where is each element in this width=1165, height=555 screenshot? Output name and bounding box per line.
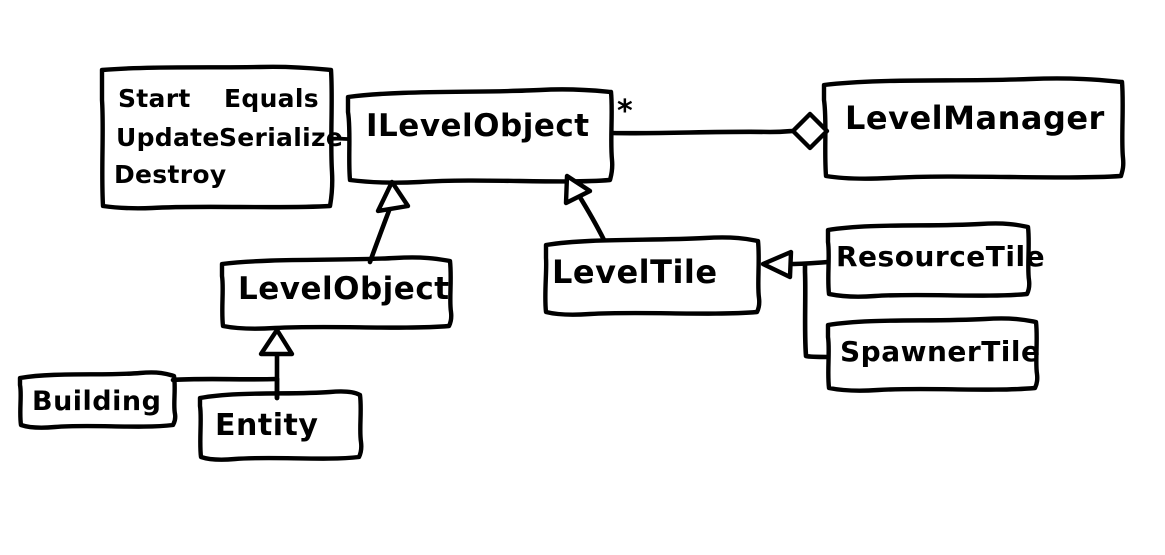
methods-box-shape[interactable] (99, 64, 335, 211)
methods-cell-update: Update (116, 123, 220, 152)
methods-cell-start: Start (118, 84, 191, 113)
methods-cell-equals: Equals (224, 84, 319, 113)
levelmanager-box-shape[interactable] (821, 76, 1126, 181)
leveltile-box-shape[interactable] (543, 235, 762, 317)
resourcetile-box-shape[interactable] (825, 221, 1032, 299)
ilevelobject-box-shape[interactable] (345, 87, 615, 185)
aggregation-multiplicity-label: * (617, 94, 633, 129)
edge-inheritance-spawnertile (802, 261, 831, 360)
building-box-shape[interactable] (17, 370, 178, 430)
methods-cell-serialize: Serialize (219, 123, 344, 152)
edge-inheritance-building (170, 376, 280, 401)
levelobject-box-shape[interactable] (219, 255, 454, 331)
edge-inheritance-levelobject (367, 179, 411, 265)
edge-inheritance-leveltile (563, 173, 607, 243)
methods-cell-destroy: Destroy (114, 160, 227, 189)
edge-inheritance-resourcetile (760, 249, 831, 280)
edge-aggregation-levelmanager (609, 111, 830, 151)
spawnertile-box-shape[interactable] (825, 316, 1040, 393)
entity-box-shape[interactable] (197, 389, 364, 462)
